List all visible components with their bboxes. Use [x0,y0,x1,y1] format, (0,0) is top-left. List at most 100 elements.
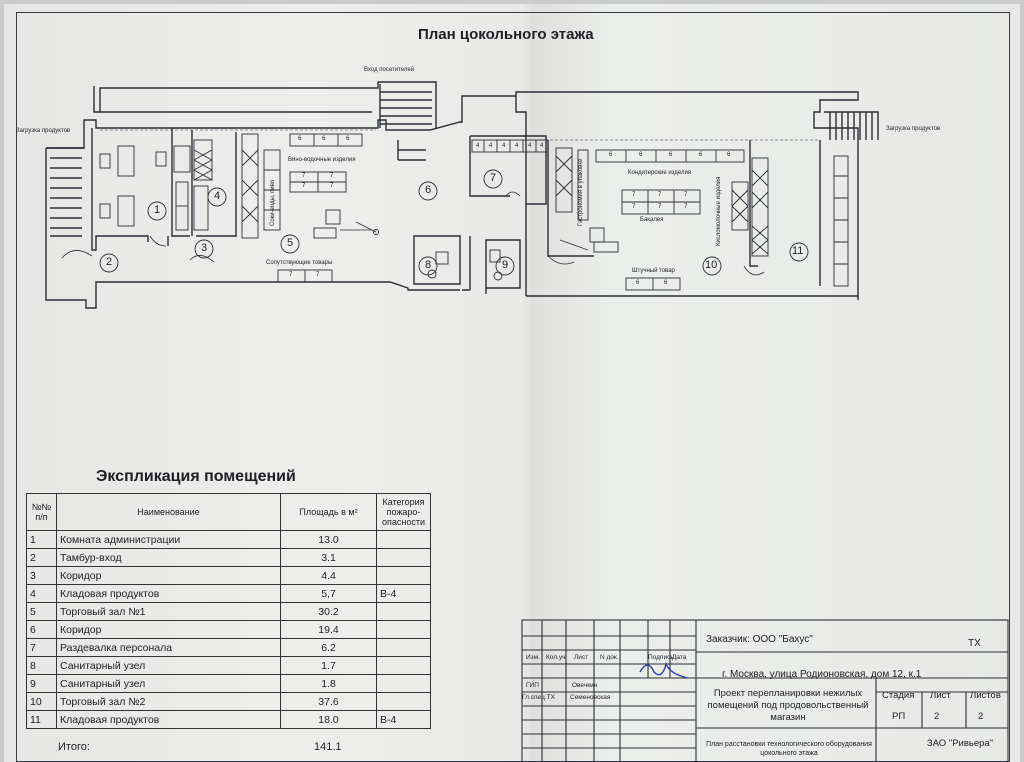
stamp-gip-name: Овечкин [572,682,598,689]
room-number: 1 [154,204,161,216]
room-number: 3 [201,242,208,254]
label-loading-left: Загрузка продуктов [16,128,71,134]
row-area: 3.1 [280,548,377,567]
equipment-number: 4 [540,143,544,149]
equipment-number: 7 [330,173,334,179]
stamp-col-list: Лист [574,654,589,661]
stamp-spec-name: Семеновская [570,694,611,701]
room-number: 2 [106,256,113,268]
stamp-gip-role: ГИП [526,682,539,689]
row-category [376,656,431,675]
row-number: 11 [26,710,57,729]
equipment-number: 7 [632,204,636,210]
stamp-stage: РП [892,711,906,722]
equipment-number: 6 [727,152,731,158]
label-gastronomy: Гастрономия в упаковке [578,158,584,226]
row-category: В-4 [376,584,431,603]
equipment-number: 7 [302,173,306,179]
row-category [376,602,431,621]
header-name: Наименование [56,493,281,531]
row-number: 9 [26,674,57,693]
equipment-number: 4 [502,143,506,149]
row-number: 1 [26,530,57,549]
room-number: 10 [705,259,718,271]
equipment-number: 6 [664,280,668,286]
explication-table: №№ п/п Наименование Площадь в м² Категор… [26,493,431,729]
label-confectionery: Кондитерские изделия [628,170,692,176]
stamp-customer: Заказчик: ООО "Бахус" [706,634,813,645]
explication-title: Экспликация помещений [96,468,296,485]
equipment-number: 7 [302,183,306,189]
row-area: 6.2 [280,638,377,657]
row-number: 2 [26,548,57,567]
row-name: Санитарный узел [56,674,281,693]
label-entrance: Вход посетителей [364,67,415,73]
stamp-company: ЗАО "Ривьера" [926,738,994,749]
row-area: 4.4 [280,566,377,585]
row-category: В-4 [376,710,431,729]
label-related-goods: Сопутствующие товары [266,260,333,266]
label-dairy: Кисломолочные изделия [716,176,722,246]
room-number: 8 [425,259,432,271]
row-name: Санитарный узел [56,656,281,675]
table-header-row: №№ п/п Наименование Площадь в м² Категор… [26,493,431,531]
row-number: 5 [26,602,57,621]
row-category [376,620,431,639]
row-category [376,692,431,711]
row-name: Раздевалка персонала [56,638,281,657]
room-number: 5 [287,237,294,249]
equipment-number: 6 [298,136,302,142]
row-name: Коридор [56,620,281,639]
stamp-code: ТХ [968,638,981,649]
equipment-number: 4 [476,143,480,149]
title-block [521,619,1009,762]
equipment-number: 7 [684,192,688,198]
stamp-col-izm: Изм. [526,654,540,661]
row-number: 6 [26,620,57,639]
equipment-number: 7 [289,272,293,278]
row-area: 5,7 [280,584,377,603]
room-number: 9 [502,259,509,271]
equipment-number: 6 [636,280,640,286]
equipment-number: 4 [528,143,532,149]
equipment-number: 6 [639,152,643,158]
stamp-col-date: Дата [672,654,687,661]
label-piece-goods: Штучный товар [632,268,675,274]
row-number: 8 [26,656,57,675]
stamp-sheet: 2 [934,711,940,722]
row-number: 10 [26,692,57,711]
equipment-number: 7 [316,272,320,278]
header-category: Категория пожаро-опасности [376,493,431,531]
row-name: Коридор [56,566,281,585]
row-area: 19.4 [280,620,377,639]
equipment-number: 6 [346,136,350,142]
row-area: 1.8 [280,674,377,693]
equipment-number: 4 [489,143,493,149]
row-name: Тамбур-вход [56,548,281,567]
row-name: Кладовая продуктов [56,710,281,729]
stamp-col-sign: Подпись [648,654,674,661]
row-category [376,566,431,585]
equipment-number: 7 [684,204,688,210]
label-grocery: Бакалея [640,217,664,223]
plan-title: План цокольного этажа [418,26,594,43]
room-number: 6 [425,184,432,196]
equipment-number: 6 [699,152,703,158]
equipment-number: 4 [515,143,519,149]
stamp-stage-label: Стадия [882,690,915,701]
row-number: 7 [26,638,57,657]
stamp-sheet-label: Лист [930,690,951,701]
stamp-spec-role: Гл.спец.ТХ [522,694,555,701]
row-category [376,674,431,693]
equipment-number: 7 [658,192,662,198]
stamp-sheet-title: План расстановки технологического оборуд… [706,741,872,757]
